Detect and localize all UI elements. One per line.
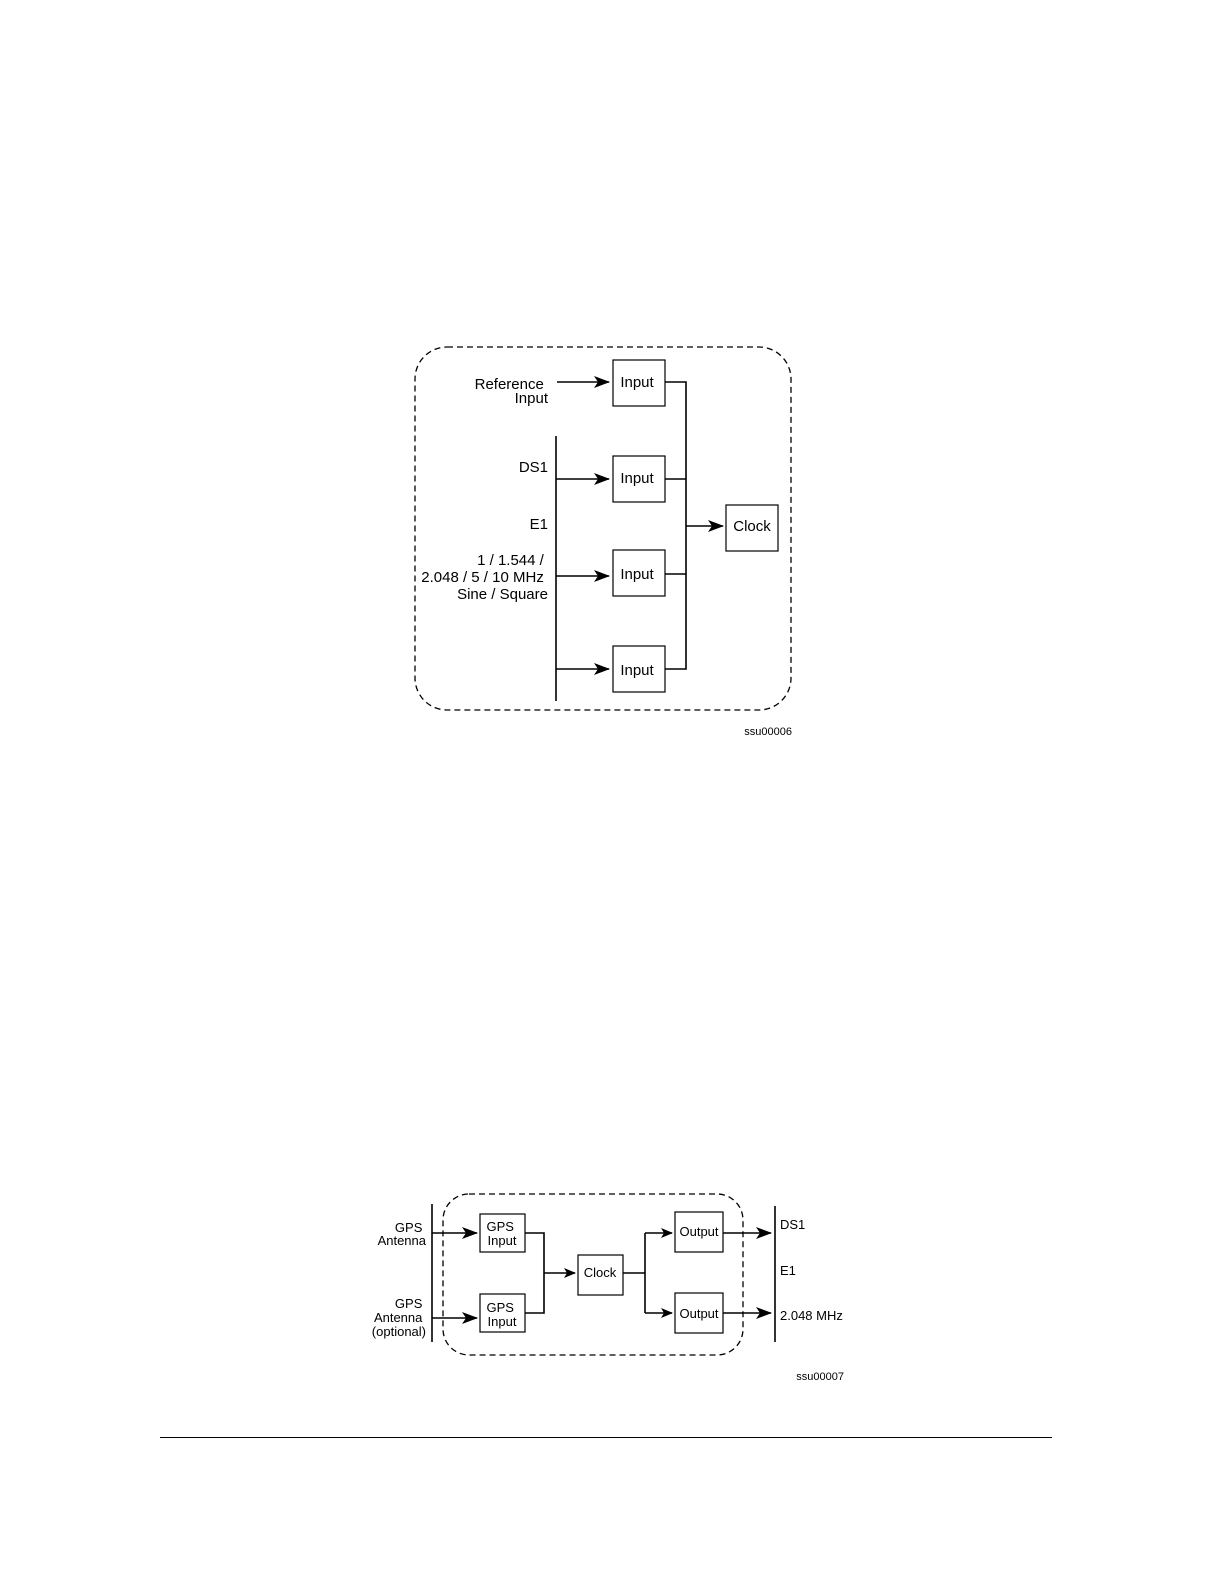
svg-text:Clock: Clock	[733, 518, 771, 535]
svg-text:Input: Input	[620, 374, 654, 391]
gps-clock-block: Clock	[578, 1255, 623, 1295]
gps-combiner-line	[525, 1233, 544, 1313]
e1-label: E1	[530, 516, 548, 533]
figure-2-id: ssu00007	[796, 1371, 844, 1383]
gps-antenna-optional-label: GPS Antenna (optional)	[372, 1296, 426, 1339]
svg-text:Input: Input	[620, 470, 654, 487]
reference-input-label: Reference Input	[475, 376, 549, 407]
input-block-1: Input	[613, 360, 665, 406]
gps-input-block-1: GPS Input	[480, 1214, 525, 1252]
gps-antenna-label: GPS Antenna	[378, 1220, 427, 1248]
svg-text:Output: Output	[679, 1306, 718, 1321]
clock-block: Clock	[726, 505, 778, 551]
e1-output-label: E1	[780, 1263, 796, 1278]
combiner-line	[665, 382, 686, 669]
frequency-label: 1 / 1.544 / 2.048 / 5 / 10 MHz Sine / Sq…	[421, 552, 548, 603]
input-block-3: Input	[613, 550, 665, 596]
mhz-output-label: 2.048 MHz	[780, 1308, 843, 1323]
figure-1-id: ssu00006	[744, 726, 792, 738]
ds1-output-label: DS1	[780, 1217, 805, 1232]
svg-text:GPS Input: GPS Input	[486, 1300, 517, 1329]
footer-rule	[160, 1437, 1052, 1438]
svg-text:GPS Input: GPS Input	[486, 1219, 517, 1248]
input-block-4: Input	[613, 646, 665, 692]
svg-text:Input: Input	[620, 566, 654, 583]
ds1-label: DS1	[519, 459, 548, 476]
output-block-2: Output	[675, 1293, 723, 1333]
figure-1-input-diagram: Reference Input DS1 E1 1 / 1.544 / 2.048…	[415, 347, 792, 738]
output-block-1: Output	[675, 1212, 723, 1252]
svg-text:Clock: Clock	[584, 1265, 617, 1280]
figure-2-gps-diagram: GPS Antenna GPS Antenna (optional) GPS I…	[372, 1194, 844, 1383]
input-block-2: Input	[613, 456, 665, 502]
gps-input-block-2: GPS Input	[480, 1294, 525, 1332]
svg-text:Input: Input	[620, 662, 654, 679]
svg-text:Output: Output	[679, 1224, 718, 1239]
